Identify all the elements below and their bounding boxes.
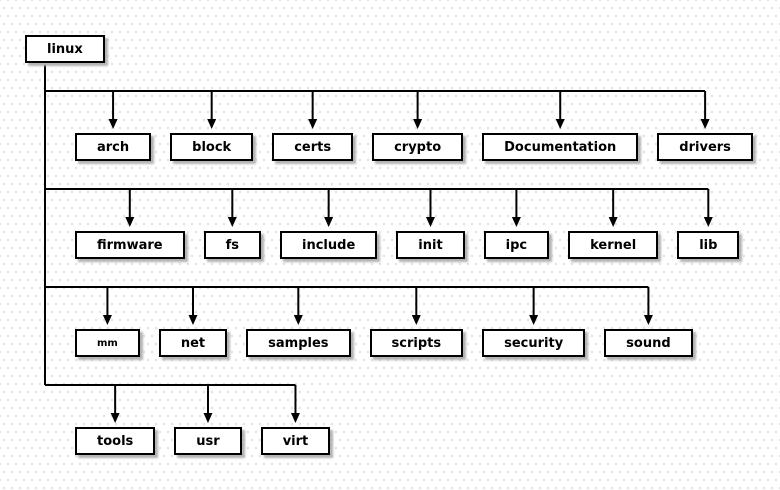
node-label: tools: [97, 433, 134, 449]
node-crypto: crypto: [372, 133, 464, 161]
tree-row: firmware fs include init ipc kernel lib: [75, 231, 740, 259]
node-mm: mm: [75, 329, 140, 357]
node-label: fs: [225, 237, 240, 253]
node-label: virt: [282, 433, 309, 449]
node-net: net: [158, 329, 228, 357]
tree-row: arch block certs crypto Documentation drivers: [75, 133, 753, 161]
node-label: certs: [294, 139, 332, 155]
tree-row: mm net samples scripts security sound: [75, 329, 693, 357]
node-scripts: scripts: [369, 329, 464, 357]
node-label: scripts: [391, 335, 442, 351]
node-label: net: [180, 335, 206, 351]
node-Documentation: Documentation: [482, 133, 639, 161]
node-include: include: [280, 231, 378, 259]
node-label: block: [192, 139, 232, 155]
node-samples: samples: [246, 329, 351, 357]
node-block: block: [170, 133, 254, 161]
node-label: ipc: [505, 237, 528, 253]
node-linux: linux: [25, 35, 105, 63]
node-label: Documentation: [504, 139, 617, 155]
node-usr: usr: [174, 427, 242, 455]
node-init: init: [396, 231, 465, 259]
node-label: samples: [268, 335, 329, 351]
node-label: firmware: [97, 237, 163, 253]
node-certs: certs: [272, 133, 354, 161]
node-label: crypto: [394, 139, 442, 155]
node-label: security: [504, 335, 564, 351]
node-label: linux: [47, 41, 83, 57]
node-virt: virt: [260, 427, 331, 455]
node-label: include: [302, 237, 356, 253]
node-label: kernel: [590, 237, 637, 253]
tree-row: tools usr virt: [75, 427, 331, 455]
node-label: lib: [699, 237, 718, 253]
node-kernel: kernel: [568, 231, 659, 259]
node-firmware: firmware: [75, 231, 185, 259]
node-label: usr: [196, 433, 220, 449]
node-label: drivers: [679, 139, 731, 155]
node-drivers: drivers: [657, 133, 753, 161]
node-sound: sound: [604, 329, 693, 357]
node-tools: tools: [75, 427, 156, 455]
node-label: sound: [626, 335, 671, 351]
node-fs: fs: [203, 231, 262, 259]
node-lib: lib: [677, 231, 740, 259]
node-arch: arch: [75, 133, 152, 161]
node-label: init: [418, 237, 443, 253]
node-ipc: ipc: [483, 231, 550, 259]
node-security: security: [482, 329, 586, 357]
node-label: arch: [97, 139, 130, 155]
node-label: mm: [97, 337, 118, 349]
